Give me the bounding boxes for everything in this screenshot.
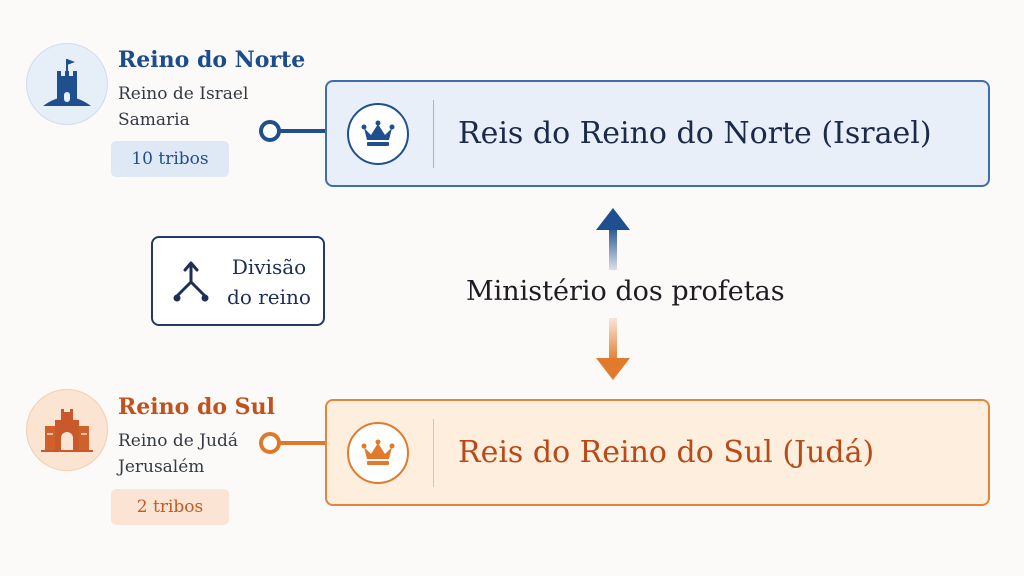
north-divider [433,100,434,168]
south-kingdom-capital: Jerusalém [118,457,205,477]
south-kings-box: Reis do Reino do Sul (Judá) [325,399,990,506]
fortress-tower-icon [43,59,91,106]
north-crown-badge [347,103,409,165]
north-kings-box: Reis do Reino do Norte (Israel) [325,80,990,187]
division-box: Divisão do reino [151,236,325,326]
north-tribes-badge: 10 tribos [111,141,229,177]
north-kingdom-name: Reino do Norte [118,47,306,73]
division-line-2: do reino [227,285,311,309]
prophets-ministry-label: Ministério dos profetas [466,276,785,307]
crown-icon [361,120,395,146]
fork-split-icon [173,261,209,302]
arrow-up-icon [596,208,630,270]
north-kingdom-details: Reino de Israel Samaria [118,81,248,133]
south-crown-badge [347,422,409,484]
south-emblem [26,389,108,471]
north-emblem [26,43,108,125]
arrow-down-icon [596,318,630,380]
south-divider [433,419,434,487]
north-kingdom-capital: Samaria [118,110,190,130]
south-kingdom-juda: Reino de Judá [118,431,239,451]
south-node [259,432,281,454]
city-gate-icon [41,409,93,452]
south-kingdom-name: Reino do Sul [118,394,275,420]
north-kingdom-israel: Reino de Israel [118,84,249,104]
division-label: Divisão do reino [219,252,319,312]
north-node [259,120,281,142]
south-kingdom-details: Reino de Judá Jerusalém [118,428,238,480]
south-tribes-badge: 2 tribos [111,489,229,525]
division-line-1: Divisão [231,255,307,279]
south-kings-title: Reis do Reino do Sul (Judá) [458,435,875,470]
north-kings-title: Reis do Reino do Norte (Israel) [458,116,932,151]
crown-icon [361,439,395,465]
